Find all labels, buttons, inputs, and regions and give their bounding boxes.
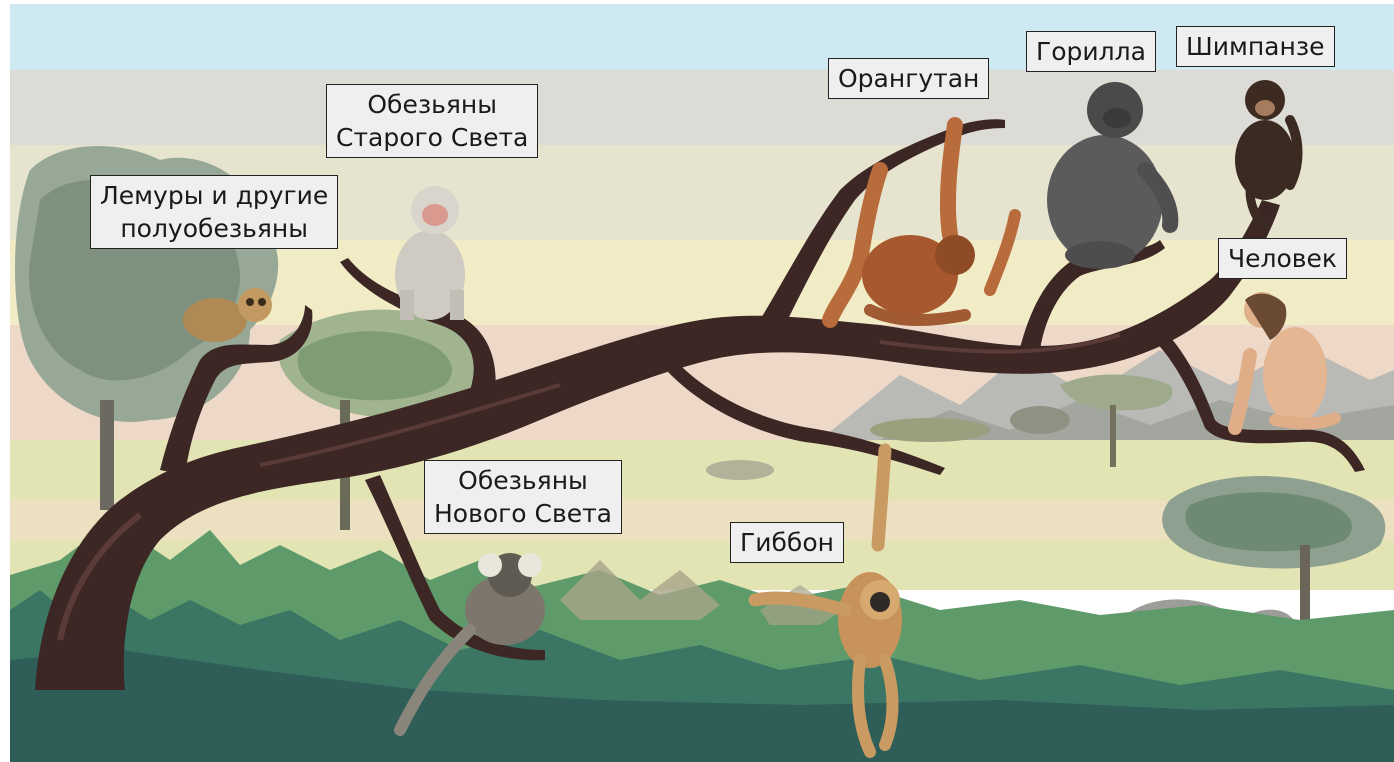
label-old-world-line2: Старого Света	[336, 121, 528, 154]
label-old-world-monkeys: Обезьяны Старого Света	[326, 84, 538, 158]
label-old-world-line1: Обезьяны	[336, 88, 528, 121]
label-gibbon-text: Гиббон	[740, 526, 834, 559]
haze-band-1	[10, 70, 1394, 145]
label-lemurs-line1: Лемуры и другие	[100, 179, 328, 212]
label-new-world-line1: Обезьяны	[434, 464, 612, 497]
label-new-world-line2: Нового Света	[434, 497, 612, 530]
label-lemurs-line2: полуобезьяны	[100, 212, 328, 245]
label-gorilla-text: Горилла	[1036, 35, 1146, 68]
label-gibbon: Гиббон	[730, 522, 844, 563]
label-gorilla: Горилла	[1026, 31, 1156, 72]
label-chimpanzee-text: Шимпанзе	[1186, 30, 1325, 63]
label-chimpanzee: Шимпанзе	[1176, 26, 1335, 67]
label-orangutan: Орангутан	[828, 58, 989, 99]
label-orangutan-text: Орангутан	[838, 62, 979, 95]
label-human-text: Человек	[1228, 242, 1337, 275]
label-lemurs: Лемуры и другие полуобезьяны	[90, 175, 338, 249]
label-human: Человек	[1218, 238, 1347, 279]
label-new-world-monkeys: Обезьяны Нового Света	[424, 460, 622, 534]
